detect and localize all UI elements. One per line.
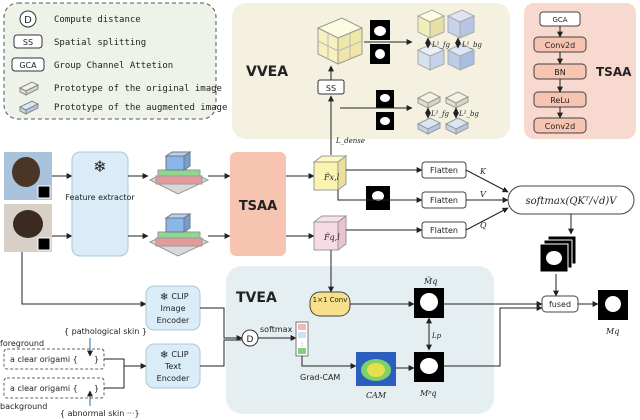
foreground-prompt-text: a clear origami { (10, 355, 78, 364)
feature-extractor-label: Feature extractor (65, 193, 135, 202)
tsaa-block-conv2-label: Conv2d (545, 122, 575, 131)
tsaa-block-conv1-label: Conv2d (545, 41, 575, 50)
legend-gca-symbol (11, 57, 45, 72)
flatten-k-label: Flatten (430, 166, 458, 175)
background-prompt-close: } (94, 384, 99, 393)
clip-text-snowflake-icon: ❄ (160, 350, 168, 361)
loss-fg1: L¹_fg (431, 41, 451, 49)
conv-label: 1×1 Conv (313, 296, 348, 304)
legend-ss-symbol (13, 34, 43, 49)
svg-text::: : (301, 341, 303, 348)
legend-ss-text: SS (23, 38, 33, 47)
flatten-q-label: Flatten (430, 226, 458, 235)
vvea-proto-fg2 (416, 91, 442, 109)
loss-bg1: L¹_bg (461, 41, 482, 49)
vvea-cube-fg1 (416, 9, 446, 39)
mq-hat-label: M̃q (423, 277, 437, 286)
tsaa-block-gca-label: GCA (552, 16, 567, 24)
v-label: V (480, 190, 487, 199)
clip-image-label-1: CLIP (171, 292, 188, 301)
prototype-original-icon (18, 81, 40, 96)
tsaa-block-bn-label: BN (554, 68, 565, 77)
foreground-prompt-close: } (94, 355, 99, 364)
vvea-proto-bg2b (444, 117, 470, 135)
tsaa-main-label: TSAA (239, 199, 277, 214)
vvea-cube-fg1b (416, 43, 446, 71)
clip-image-label-3: Encoder (157, 316, 190, 325)
pathological-skin-label: { pathological skin } (64, 327, 147, 336)
stacked-masks (539, 235, 577, 273)
clip-text-label-1: CLIP (171, 350, 188, 359)
q-label: Q (480, 221, 487, 230)
gradcam-label: Grad-CAM (300, 373, 340, 382)
softmax-label: softmax (260, 325, 293, 334)
ss-label: SS (326, 84, 336, 93)
fql-cube (312, 215, 348, 251)
softmax-bar: : (295, 321, 309, 357)
legend-item-2: Spatial splitting (54, 38, 146, 48)
flatten-v-label: Flatten (430, 196, 458, 205)
prototype-augmented-icon (18, 100, 40, 115)
k-label: K (479, 167, 487, 176)
vvea-panel (232, 3, 510, 139)
cam-label: CAM (366, 391, 387, 400)
legend-item-5: Prototype of the augmented image (54, 103, 227, 113)
vvea-cube (316, 17, 364, 65)
legend-item-3: Group Channel Attetion (54, 61, 173, 71)
loss-fg2: L²_fg (430, 110, 450, 118)
fxl-cube (312, 155, 348, 191)
tsaa-block-relu-label: ReLu (550, 96, 570, 105)
clip-text-label-2: Text (164, 362, 181, 371)
fxl-label: F̂x,l (323, 173, 340, 182)
clip-image-label-2: Image (160, 304, 185, 313)
d-label: D (247, 335, 254, 345)
legend-d-symbol (19, 10, 37, 28)
background-prompt-text: a clear origami { (10, 384, 78, 393)
vvea-cube-bg1 (446, 9, 476, 39)
loss-dense: L_dense (335, 137, 365, 145)
tvea-title: TVEA (236, 290, 277, 306)
foreground-label: foreground (0, 339, 44, 348)
lp-label: Lp (431, 332, 442, 340)
softmax-formula: softmax(QKᵀ/√d)V (526, 196, 619, 207)
mq-output-label: Mq (605, 327, 619, 336)
fql-label: F̂q,l (323, 233, 340, 242)
loss-bg2: L²_bg (458, 110, 479, 118)
vvea-cube-bg1b (446, 43, 476, 71)
background-label: background (0, 402, 47, 411)
clip-text-label-3: Encoder (157, 374, 190, 383)
fused-label: fused (549, 300, 571, 309)
vvea-title: VVEA (246, 64, 288, 80)
abnormal-skin-label: { abnormal skin ···} (60, 409, 140, 418)
legend-item-1: Compute distance (54, 15, 141, 25)
tvea-panel (226, 266, 494, 414)
vvea-proto-bg2 (444, 91, 470, 109)
tsaa-detail-title: TSAA (596, 65, 632, 79)
legend-gca-text: GCA (19, 61, 37, 70)
feature-pyramid-top (148, 151, 210, 195)
legend-panel (3, 2, 217, 120)
mq-p-label: Mᵖq (419, 389, 437, 398)
vvea-proto-fg2b (416, 117, 442, 135)
feature-extractor-box (71, 151, 129, 257)
snowflake-icon: ❄ (93, 157, 106, 176)
feature-pyramid-bottom (148, 213, 210, 257)
clip-image-snowflake-icon: ❄ (160, 292, 168, 303)
legend-d-text: D (24, 15, 32, 26)
tsaa-main-box (230, 152, 286, 256)
legend-item-4: Prototype of the original image (54, 84, 222, 94)
